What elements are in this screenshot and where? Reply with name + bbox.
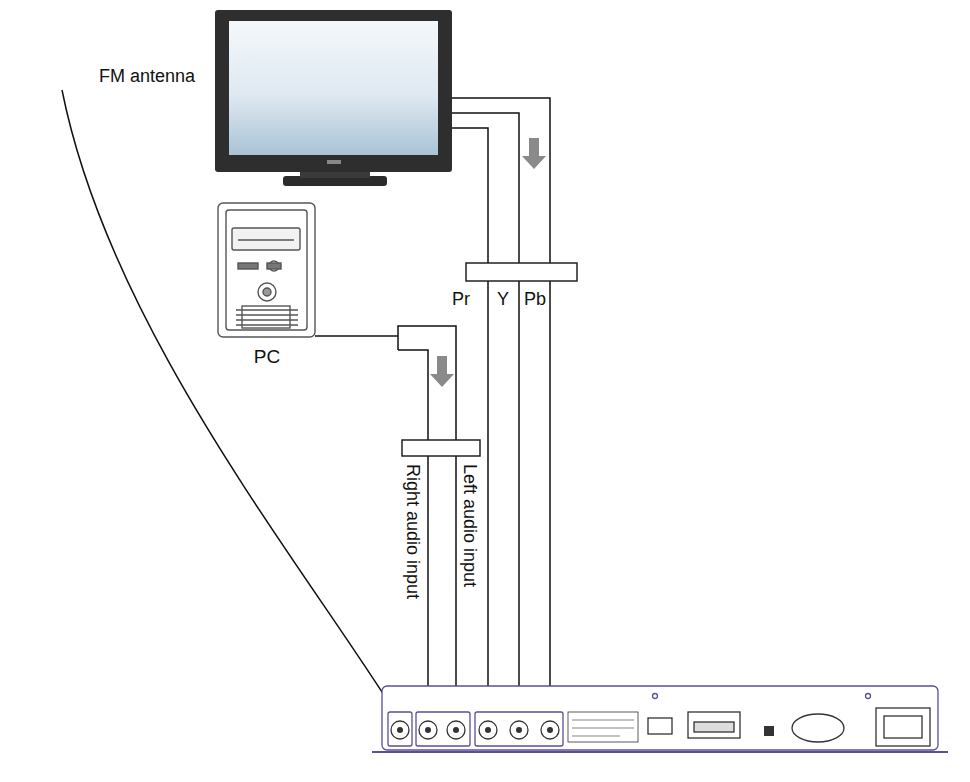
audio-wires	[315, 326, 456, 720]
antenna-label: FM antenna	[99, 65, 195, 87]
signal-name: Pb	[524, 288, 546, 310]
device-label: PC	[212, 342, 322, 368]
pc-tower	[212, 200, 322, 342]
input-label: Right audio input	[402, 464, 424, 599]
pc-unit: PC	[212, 200, 322, 368]
direction-arrow	[430, 356, 454, 387]
tv-monitor	[215, 10, 452, 186]
input-label: Left audio input	[459, 464, 481, 587]
antenna-cable	[62, 90, 400, 720]
receiver-back-panel	[372, 686, 948, 752]
video-wires	[452, 98, 550, 720]
cable-clamp	[466, 263, 577, 281]
signal-name: Pr	[452, 288, 470, 310]
cable-clamp	[402, 440, 480, 456]
signal-name: Y	[497, 288, 509, 310]
direction-arrow	[522, 138, 546, 169]
